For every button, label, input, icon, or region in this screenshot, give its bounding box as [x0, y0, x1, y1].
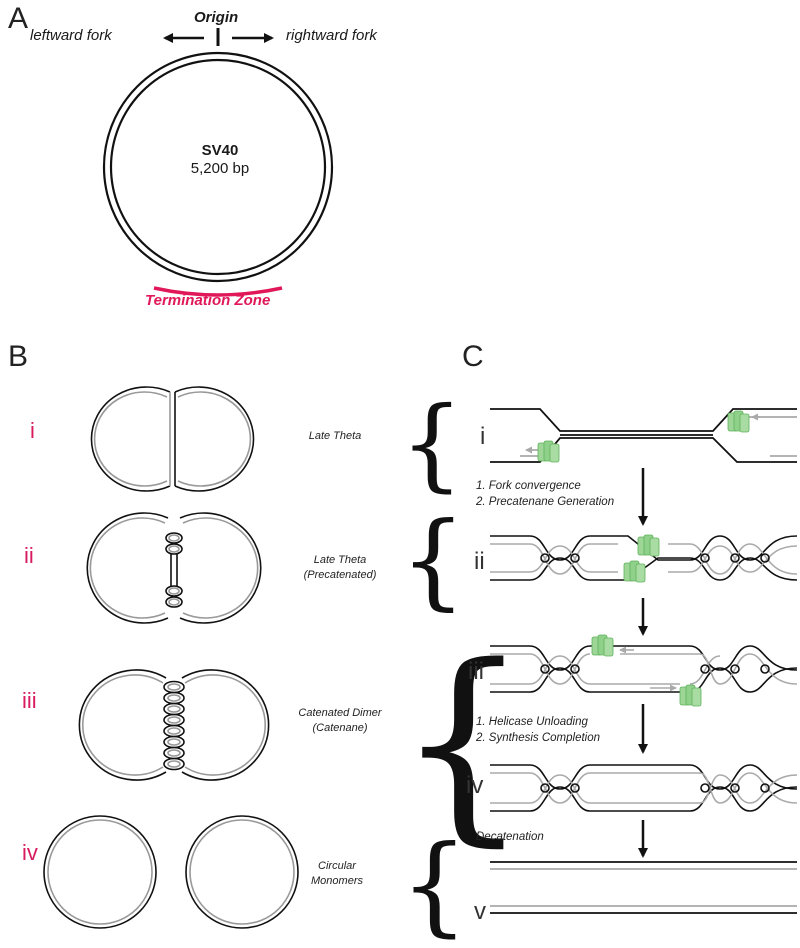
step-1-line2: 2. Precatenane Generation — [476, 496, 615, 508]
panel-c-label: C — [462, 340, 484, 373]
brace-row-ii: { — [400, 499, 467, 621]
b-row-iii-graphic — [78, 669, 270, 781]
panel-b-label: B — [8, 340, 29, 373]
b-row-i-label: Late Theta — [290, 429, 380, 444]
brace-row-i: { — [400, 385, 464, 502]
leftward-fork-label: leftward fork — [30, 27, 112, 44]
c-row-ii-graphic — [490, 535, 798, 581]
b-row-iii-label-line1: Catenated Dimer — [298, 707, 382, 719]
step-2-line1: 1. Helicase Unloading — [476, 716, 588, 728]
sv40-inner-strand — [109, 58, 327, 276]
b-row-iv-label-line1: Circular — [318, 860, 356, 872]
rightward-fork-label: rightward fork — [286, 27, 377, 44]
step-1-line1: 1. Fork convergence — [476, 480, 581, 492]
c-row-ii-helicase-top — [637, 534, 660, 557]
b-row-i-label-line1: Late Theta — [308, 430, 362, 442]
b-row-i-graphic — [90, 386, 255, 492]
b-row-iv-numeral: iv — [22, 840, 38, 865]
c-row-i-helicase-right — [727, 410, 750, 433]
origin-label: Origin — [194, 9, 239, 26]
b-row-ii-graphic — [86, 512, 262, 624]
c-row-iv-numeral: iv — [466, 772, 484, 799]
b-row-iv-label: Circular Monomers — [292, 859, 382, 889]
panel-a-label: A — [8, 2, 29, 35]
termination-zone-label: Termination Zone — [145, 292, 271, 309]
sv40-outer-strand — [102, 51, 334, 283]
c-row-i-helicase-left — [537, 440, 560, 463]
c-row-ii-numeral: ii — [474, 548, 485, 575]
b-row-iii-label: Catenated Dimer (Catenane) — [280, 706, 400, 736]
step-2-line2: 2. Synthesis Completion — [476, 732, 601, 744]
c-row-iii-helicase-bottom — [679, 684, 702, 707]
b-row-iii-links — [163, 680, 185, 771]
c-row-v-numeral: v — [474, 898, 486, 925]
b-row-ii-label: Late Theta (Precatenated) — [290, 553, 390, 583]
step-1-caption: 1. Fork convergence 2. Precatenane Gener… — [476, 478, 614, 510]
b-row-iv-graphic — [43, 815, 299, 929]
b-row-iv-label-line2: Monomers — [311, 875, 363, 887]
c-row-iii-helicase-top — [591, 634, 614, 657]
brace-row-iv: { — [400, 823, 469, 948]
plasmid-size: 5,200 bp — [190, 160, 250, 177]
step-3-line1: Decatenation — [476, 831, 544, 843]
brace-row-iii: { — [396, 620, 530, 865]
c-row-i-graphic — [490, 408, 797, 463]
c-row-iv-graphic — [490, 764, 798, 812]
b-row-ii-label-line1: Late Theta — [313, 554, 367, 566]
b-row-iii-label-line2: (Catenane) — [312, 722, 368, 734]
b-row-ii-label-line2: (Precatenated) — [303, 569, 377, 581]
c-row-ii-helicase-bottom — [623, 560, 646, 583]
c-row-iii-numeral: iii — [468, 658, 484, 685]
b-row-i-numeral: i — [30, 418, 35, 443]
c-row-v-graphic — [490, 861, 797, 914]
panel-a-graphic — [102, 28, 334, 297]
termination-zone-arc — [153, 286, 283, 297]
plasmid-name: SV40 — [201, 142, 239, 159]
b-row-ii-numeral: ii — [24, 543, 34, 568]
c-row-iii-graphic — [490, 645, 798, 693]
step-2-caption: 1. Helicase Unloading 2. Synthesis Compl… — [476, 714, 600, 746]
step-3-caption: Decatenation — [476, 829, 544, 845]
c-row-i-numeral: i — [480, 423, 486, 450]
b-row-iii-numeral: iii — [22, 688, 37, 713]
